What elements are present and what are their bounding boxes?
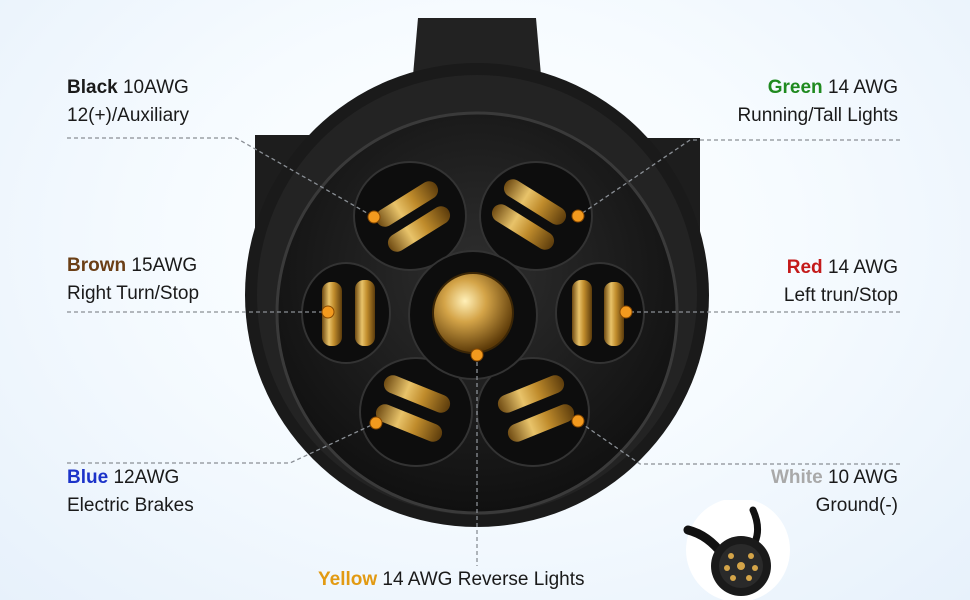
pin-color-name: Green (767, 77, 823, 98)
pin-marker-red (619, 305, 633, 319)
pin-gauge: 10AWG (117, 77, 189, 98)
pin-gauge: 15AWG (126, 255, 198, 276)
pin-function: Running/Tall Lights (737, 105, 898, 126)
pin-marker-yellow (470, 348, 484, 362)
pin-label-yellow: Yellow 14 AWG Reverse Lights (318, 566, 584, 594)
pin-label-blue: Blue 12AWG Electric Brakes (67, 464, 194, 520)
pin-marker-green (571, 209, 585, 223)
pin-function: Left trun/Stop (783, 285, 898, 306)
pin-gauge: 14 AWG (822, 77, 898, 98)
pin-marker-brown (321, 305, 335, 319)
pin-marker-white (571, 414, 585, 428)
pin-socket-green (479, 161, 593, 271)
pin-socket-red (555, 262, 645, 364)
pin-color-name: Red (786, 257, 823, 278)
pin-socket-brown (301, 262, 391, 364)
pin-color-name: Black (67, 77, 118, 98)
pin-color-name: White (770, 467, 823, 488)
pin-label-red: Red 14 AWG Left trun/Stop (784, 254, 898, 310)
pin-color-name: Blue (67, 467, 109, 488)
pin-gauge: 12AWG (108, 467, 180, 488)
pin-function: Ground(-) (815, 495, 898, 516)
leader-line-white (577, 420, 900, 465)
pin-function: Right Turn/Stop (67, 283, 200, 304)
pin-gauge: 10 AWG (822, 467, 898, 488)
pin-color-name: Yellow (318, 569, 378, 590)
leader-line-black (67, 137, 375, 218)
pin-function: 12(+)/Auxiliary (67, 105, 189, 126)
pin-label-green: Green 14 AWG Running/Tall Lights (737, 74, 898, 130)
pin-gauge: 14 AWG (377, 569, 453, 590)
pin-color-name: Brown (67, 255, 127, 276)
connector-plug-thumbnail-icon (683, 500, 790, 600)
pin-socket-yellow (408, 250, 538, 380)
pin-socket-blue (359, 357, 473, 467)
pin-gauge: 14 AWG (822, 257, 898, 278)
pin-label-white: White 10 AWG Ground(-) (771, 464, 898, 520)
pin-function: Electric Brakes (67, 495, 194, 516)
pin-socket-black (353, 161, 467, 271)
pin-marker-blue (369, 416, 383, 430)
pin-marker-black (367, 210, 381, 224)
pin-function: Reverse Lights (457, 569, 585, 590)
pin-label-brown: Brown 15AWG Right Turn/Stop (67, 252, 199, 308)
pin-label-black: Black 10AWG 12(+)/Auxiliary (67, 74, 189, 130)
leader-line-green (577, 139, 900, 217)
